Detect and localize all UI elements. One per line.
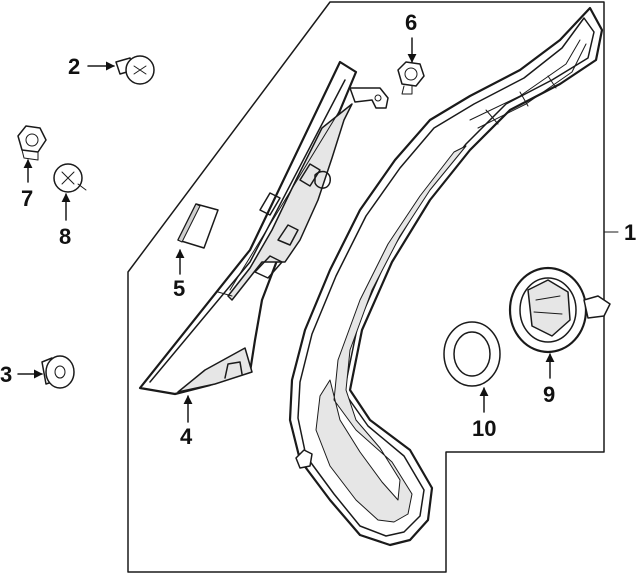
tail-lamp-assembly-part <box>288 6 604 547</box>
fastener-2-part <box>115 55 155 85</box>
callout-8: 8 <box>59 224 71 249</box>
push-nut-3-part <box>41 355 75 389</box>
bulb-socket-part <box>508 266 611 354</box>
callout-5: 5 <box>173 276 185 301</box>
screw-8-part <box>53 163 87 193</box>
nut-6-part <box>397 61 425 95</box>
callout-4: 4 <box>180 424 193 449</box>
callout-7: 7 <box>21 186 33 211</box>
assembly-outline <box>127 1 605 573</box>
callout-9: 9 <box>543 382 555 407</box>
callout-1: 1 <box>624 220 636 245</box>
callout-3: 3 <box>0 362 12 387</box>
callout-10: 10 <box>472 416 496 441</box>
pad-part <box>177 203 219 249</box>
inner-trim-panel-part <box>138 60 389 396</box>
nut-7-part <box>17 125 47 161</box>
callout-6: 6 <box>405 10 417 35</box>
gasket-part <box>443 321 501 387</box>
callout-2: 2 <box>68 54 80 79</box>
